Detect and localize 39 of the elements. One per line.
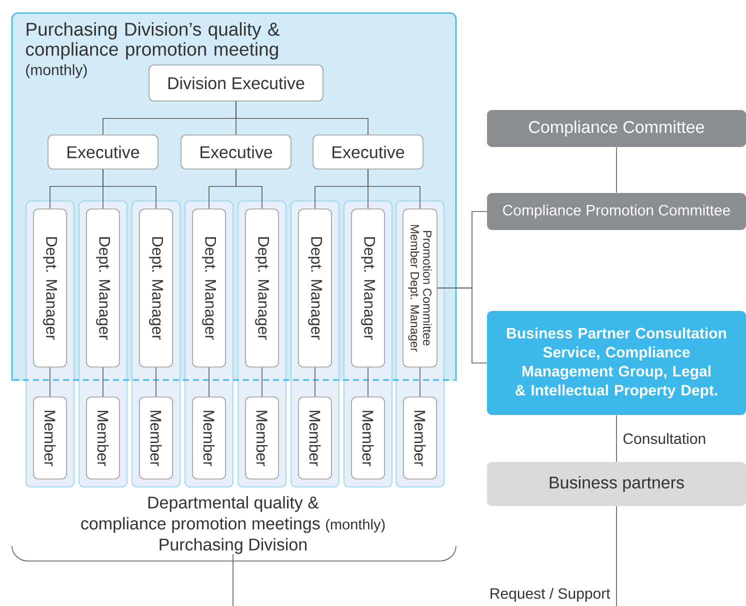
role-box: Member: [86, 396, 120, 480]
role-box: Member: [245, 396, 279, 480]
connector-line: [616, 146, 617, 194]
connector-line: [314, 367, 316, 397]
edge-label: Consultation: [620, 431, 708, 446]
connector-line: [368, 169, 420, 209]
role-box: Dept. Manager: [192, 208, 226, 368]
meeting-caption: Departmental quality & compliance promotion meetings (monthly) Purchasing Division: [81, 496, 385, 554]
role-box: Executive: [48, 134, 158, 170]
consultation-service-box: Business Partner Consultation Service, Compliance Management Group, Legal & Intellectual Property Dept.: [487, 311, 746, 415]
role-box: Dept. Manager: [86, 208, 120, 368]
role-box: Member: [33, 396, 67, 480]
connector-line: [208, 367, 210, 397]
connector-line: [616, 414, 617, 462]
role-box: Dept. Manager: [245, 208, 279, 368]
role-box: Dept. Manager: [139, 208, 173, 368]
connector-line: [102, 367, 104, 397]
partners-box: Business partners: [487, 462, 746, 506]
connector-line: [236, 101, 368, 135]
role-box: Member: [403, 396, 437, 480]
connector-line: [102, 169, 156, 209]
connector-line: [437, 288, 488, 364]
connector-line: [616, 506, 617, 606]
role-box: Dept. Manager: [351, 208, 385, 368]
role-box: Executive: [180, 134, 292, 170]
role-box: Dept. Manager: [33, 208, 67, 368]
role-box: Member: [298, 396, 332, 480]
role-box: Executive: [312, 134, 424, 170]
role-box: Member: [351, 396, 385, 480]
role-box: Dept. Manager: [298, 208, 332, 368]
committee-box: Compliance Committee: [487, 110, 746, 147]
role-box: Division Executive: [148, 64, 324, 102]
role-box: Promotion Committee Member Dept. Manager: [402, 208, 438, 368]
connector-line: [232, 554, 234, 606]
role-box: Member: [192, 396, 226, 480]
edge-label: Request / Support: [487, 586, 612, 604]
connector-line: [236, 169, 262, 209]
committee-box: Compliance Promotion Committee: [487, 193, 746, 230]
role-box: Member: [139, 396, 173, 480]
